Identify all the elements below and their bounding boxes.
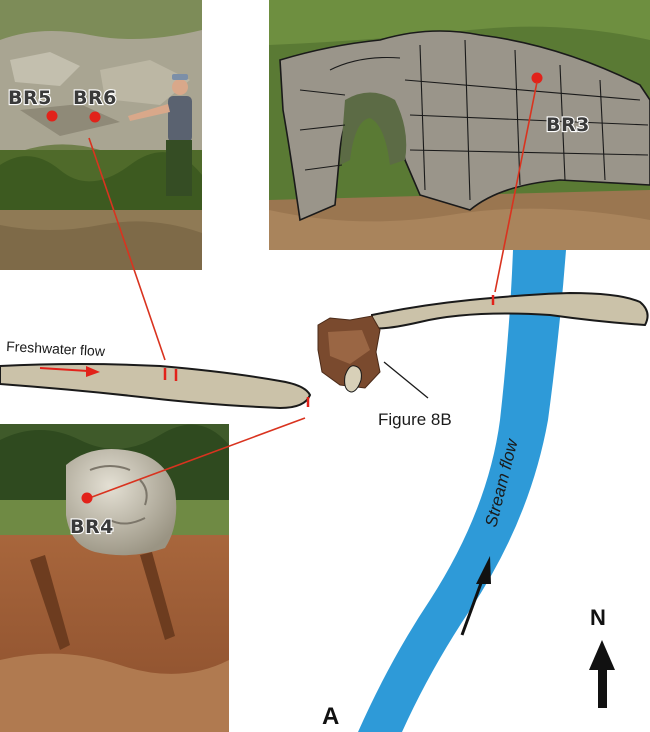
freshwater-deposit-east [371, 291, 649, 330]
label-br5: BR5 [8, 87, 52, 109]
figure-8b-outcrop [317, 315, 381, 393]
marker-br3 [531, 72, 543, 84]
geologist-figure [128, 74, 192, 196]
photo-br5-br6: BR5 BR6 [0, 0, 202, 270]
leader-br5-br6 [88, 137, 166, 361]
freshwater-flow-label: Freshwater flow [6, 338, 106, 359]
stream [358, 250, 566, 732]
marker-br4 [81, 492, 93, 504]
stream-direction-arrow [460, 556, 491, 636]
figure-8b-label: Figure 8B [378, 410, 452, 429]
label-br6: BR6 [73, 87, 117, 109]
leader-br3 [494, 81, 538, 293]
label-br4: BR4 [70, 516, 114, 538]
figure-8b-leader [383, 361, 429, 399]
marker-br6 [89, 111, 101, 123]
boulder [66, 449, 177, 556]
marker-br5 [46, 110, 58, 122]
freshwater-flow-arrow [39, 366, 100, 377]
north-label: N [590, 605, 606, 630]
photo-br3: BR3 [269, 0, 650, 250]
north-arrow [589, 640, 615, 708]
photo-br4: BR4 [0, 424, 229, 732]
freshwater-deposit-west [0, 363, 312, 410]
panel-label: A [322, 703, 339, 730]
leader-br4 [91, 417, 306, 498]
label-br3: BR3 [546, 114, 590, 136]
